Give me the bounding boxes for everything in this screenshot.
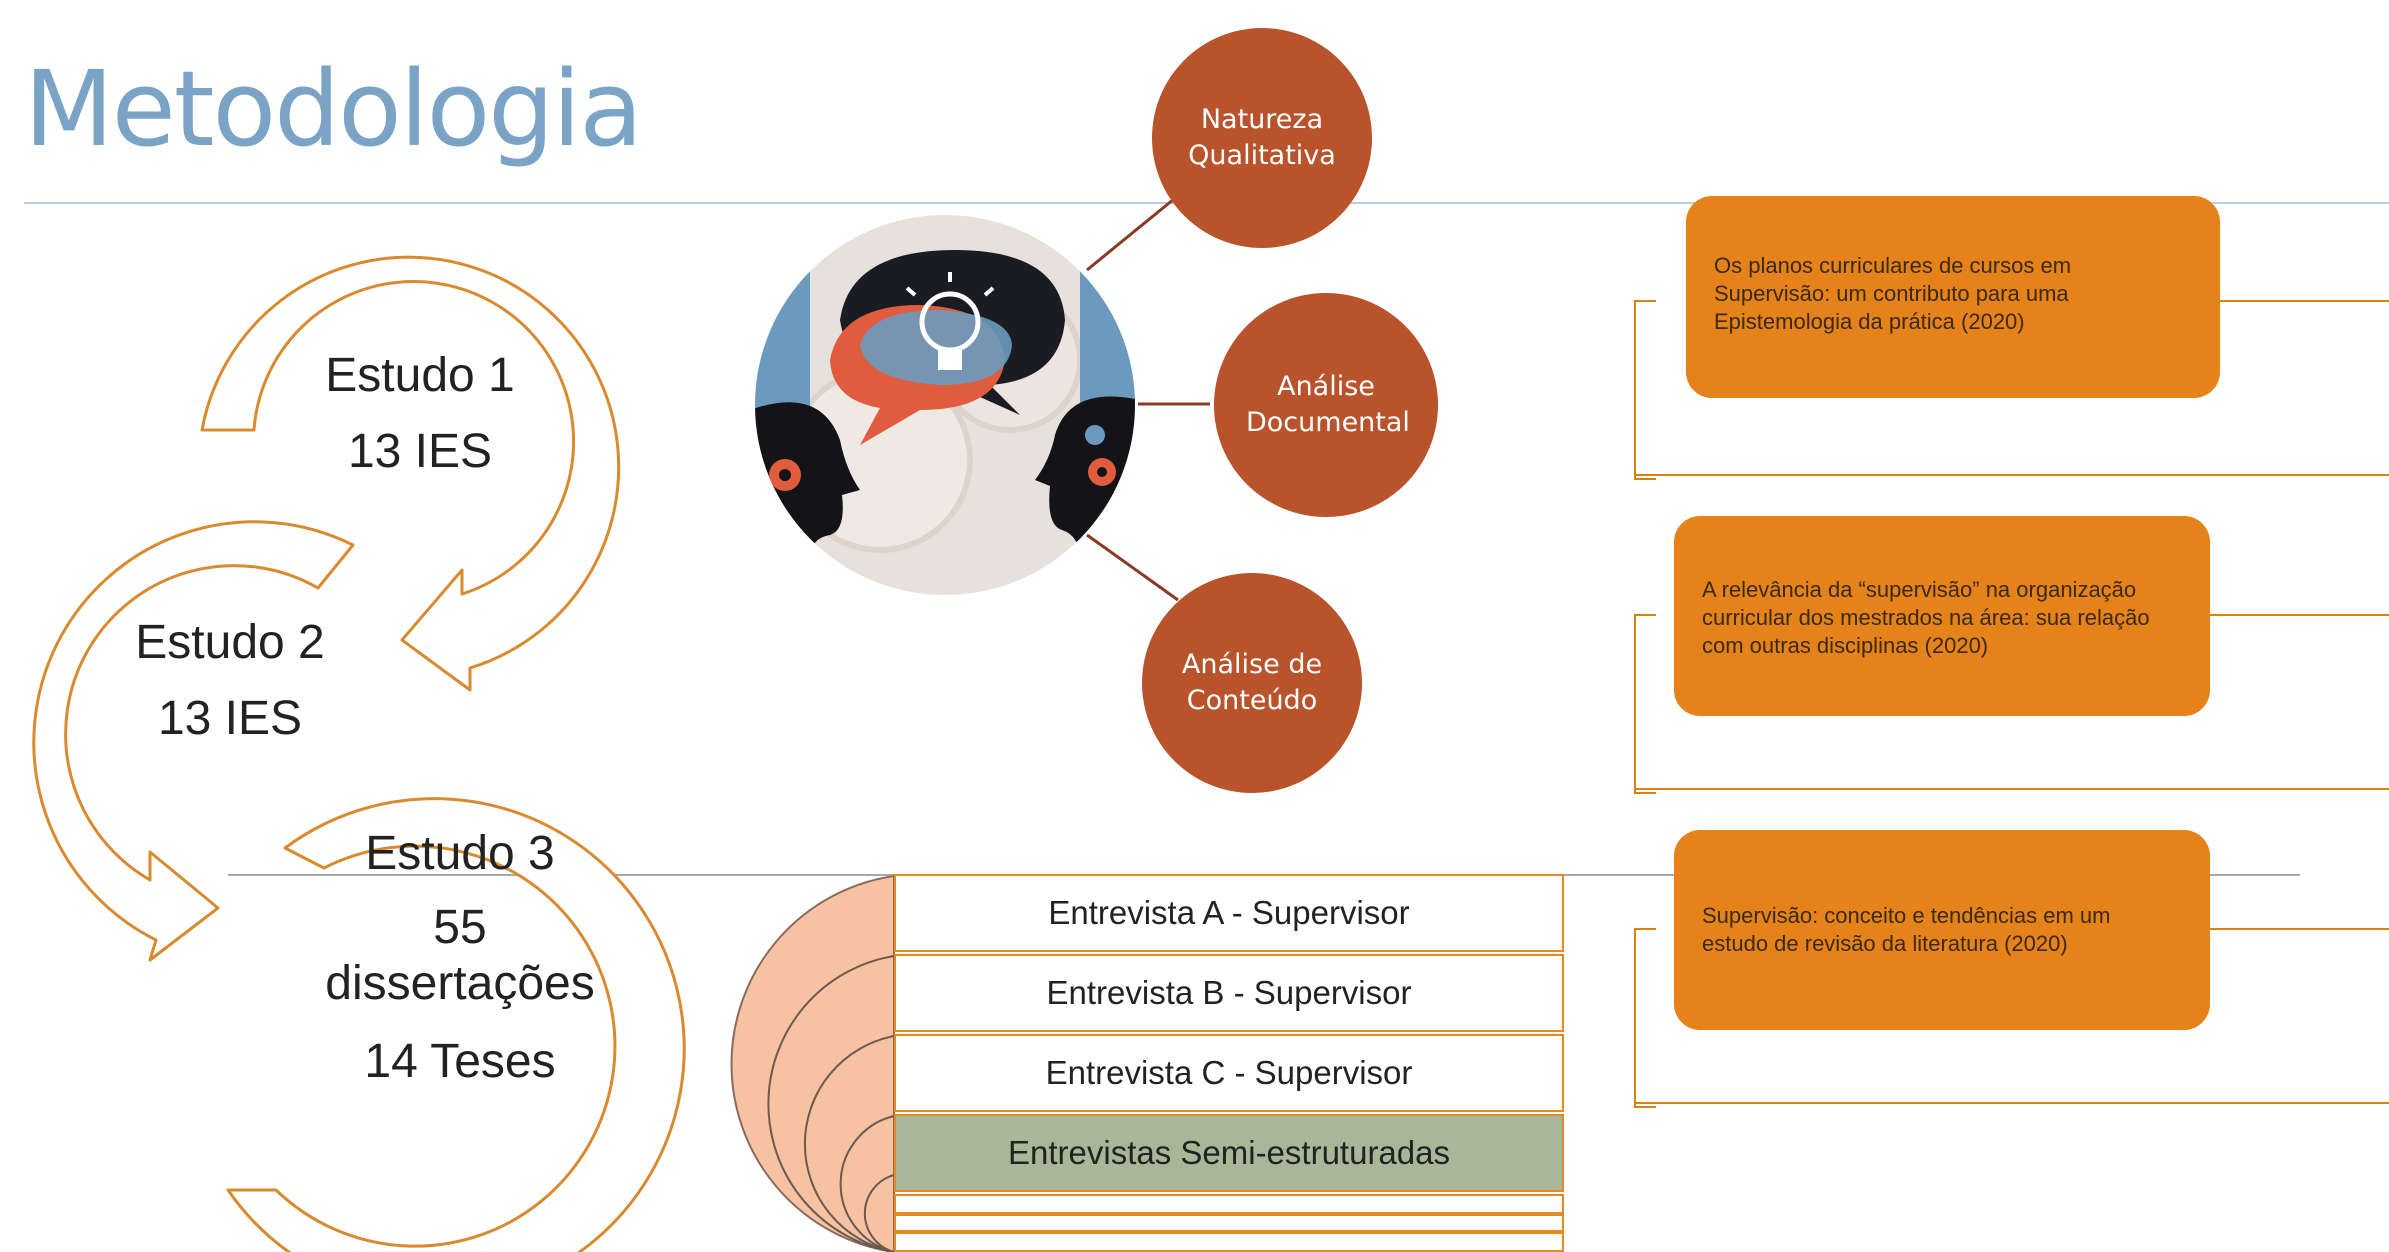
paper-2-connector	[2210, 614, 2389, 616]
method-2-label: Análise Documental	[1246, 371, 1410, 438]
paper-3-title: Supervisão: conceito e tendências em um …	[1702, 903, 2111, 956]
paper-3-bracket	[1634, 928, 1656, 1108]
method-connectors	[1086, 188, 1210, 602]
paper-3-baseline	[1634, 1102, 2389, 1104]
study-3-detail-1: dissertações	[325, 957, 595, 1010]
study-2-name: Estudo 2	[135, 616, 325, 669]
study-3-detail-2: 14 Teses	[364, 1035, 556, 1088]
interview-semi-structured-row: Entrevistas Semi-estruturadas	[894, 1114, 1564, 1192]
interview-arcs	[730, 874, 895, 1252]
study-1-name: Estudo 1	[325, 349, 515, 402]
paper-card-1: Os planos curriculares de cursos em Supe…	[1686, 196, 2220, 398]
study-3-count: 55	[433, 901, 487, 954]
method-analise-conteudo: Análise de Conteúdo	[1142, 573, 1362, 793]
interview-b-label: Entrevista B - Supervisor	[1046, 974, 1412, 1011]
study-3: Estudo 3 55 dissertações 14 Teses	[300, 826, 620, 1090]
paper-3-connector	[2210, 928, 2389, 930]
study-1: Estudo 1 13 IES	[290, 338, 550, 490]
interview-a-label: Entrevista A - Supervisor	[1048, 894, 1410, 931]
interview-empty-row-1	[894, 1194, 1564, 1214]
method-analise-documental: Análise Documental	[1214, 293, 1438, 517]
dialogue-illustration	[755, 215, 1135, 595]
study-1-detail: 13 IES	[347, 425, 493, 478]
cycle-arrow-1	[200, 255, 621, 692]
study-2: Estudo 2 13 IES	[100, 605, 360, 757]
interview-c-row: Entrevista C - Supervisor	[894, 1034, 1564, 1112]
paper-2-title: A relevância da “supervisão” na organiza…	[1702, 577, 2150, 658]
paper-2-baseline	[1634, 788, 2389, 790]
interview-b-row: Entrevista B - Supervisor	[894, 954, 1564, 1032]
interview-empty-row-3	[894, 1232, 1564, 1252]
paper-card-2: A relevância da “supervisão” na organiza…	[1674, 516, 2210, 716]
interview-a-row: Entrevista A - Supervisor	[894, 874, 1564, 952]
interview-semi-structured-label: Entrevistas Semi-estruturadas	[1007, 1134, 1450, 1171]
study-3-name: Estudo 3	[365, 827, 555, 880]
method-natureza-qualitativa: Natureza Qualitativa	[1152, 28, 1372, 248]
method-3-label: Análise de Conteúdo	[1181, 649, 1323, 716]
page-title: Metodologia	[24, 48, 643, 170]
paper-1-title: Os planos curriculares de cursos em Supe…	[1714, 253, 2072, 334]
paper-2-bracket	[1634, 614, 1656, 794]
cycle-arrow-2	[32, 520, 355, 962]
interview-c-label: Entrevista C - Supervisor	[1045, 1054, 1413, 1091]
paper-card-3: Supervisão: conceito e tendências em um …	[1674, 830, 2210, 1030]
paper-1-bracket	[1634, 300, 1656, 480]
interview-empty-row-2	[894, 1214, 1564, 1232]
cycle-arrow-3	[226, 797, 686, 1252]
paper-1-baseline	[1634, 474, 2389, 476]
cycle-arrows	[32, 255, 686, 1252]
method-1-label: Natureza Qualitativa	[1188, 104, 1336, 171]
study-2-detail: 13 IES	[157, 692, 303, 745]
paper-1-connector	[2220, 300, 2389, 302]
